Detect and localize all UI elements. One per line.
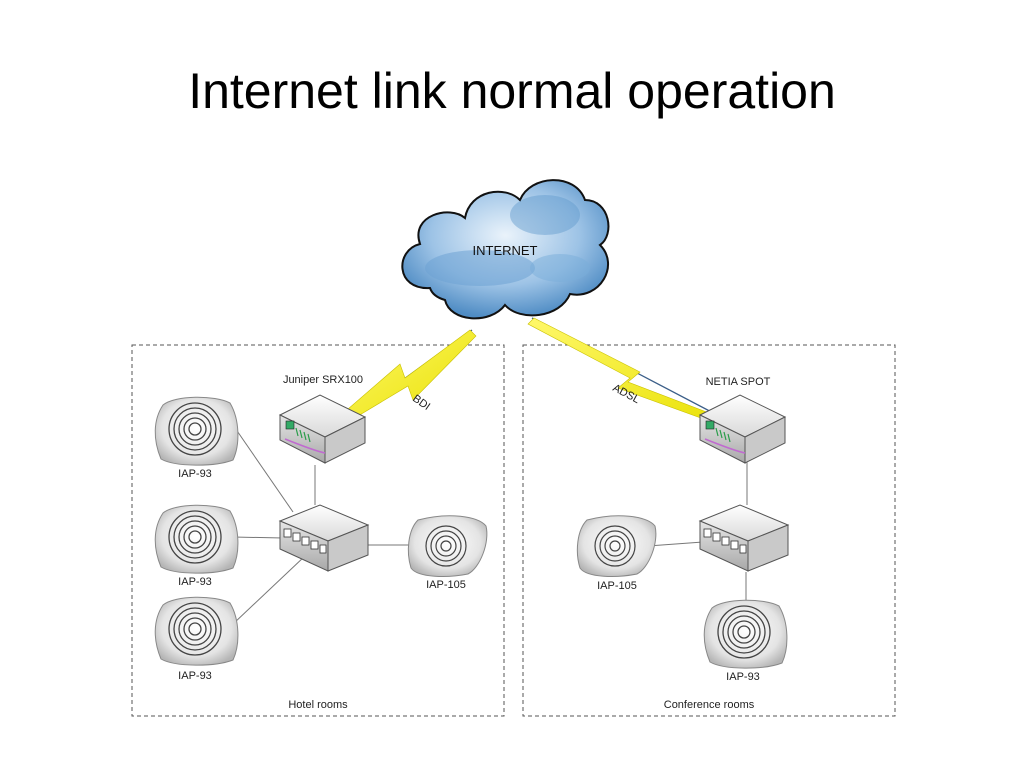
right-switch-icon	[698, 504, 790, 572]
juniper-router-icon	[278, 394, 367, 464]
connection-lines	[232, 424, 748, 625]
slide-title: Internet link normal operation	[188, 63, 836, 119]
conference-rooms-caption: Conference rooms	[664, 699, 755, 711]
iap93-access-point-icon-1	[154, 396, 239, 466]
juniper-router-label: Juniper SRX100	[283, 374, 363, 386]
hotel-rooms-zone	[131, 344, 505, 717]
iap93-access-point-icon-3	[154, 596, 239, 666]
ap-label-right-2: IAP-93	[726, 671, 760, 683]
netia-router-label: NETIA SPOT	[706, 376, 771, 388]
netia-router-icon	[698, 394, 787, 464]
left-switch-icon	[278, 504, 370, 572]
hotel-rooms-caption: Hotel rooms	[288, 699, 348, 711]
ap-label-left-3: IAP-93	[178, 670, 212, 682]
ap-label-left-2: IAP-93	[178, 576, 212, 588]
internet-label: INTERNET	[473, 243, 538, 258]
ap-label-right-1: IAP-105	[597, 580, 637, 592]
iap105-access-point-icon-right	[576, 515, 657, 577]
iap93-access-point-icon-2	[154, 504, 239, 574]
internet-cloud	[401, 179, 610, 320]
conference-rooms-zone	[522, 344, 896, 717]
iap93-access-point-icon-right	[703, 599, 788, 669]
iap105-access-point-icon-left	[407, 515, 488, 577]
ap-label-left-4: IAP-105	[426, 579, 466, 591]
ap-label-left-1: IAP-93	[178, 468, 212, 480]
